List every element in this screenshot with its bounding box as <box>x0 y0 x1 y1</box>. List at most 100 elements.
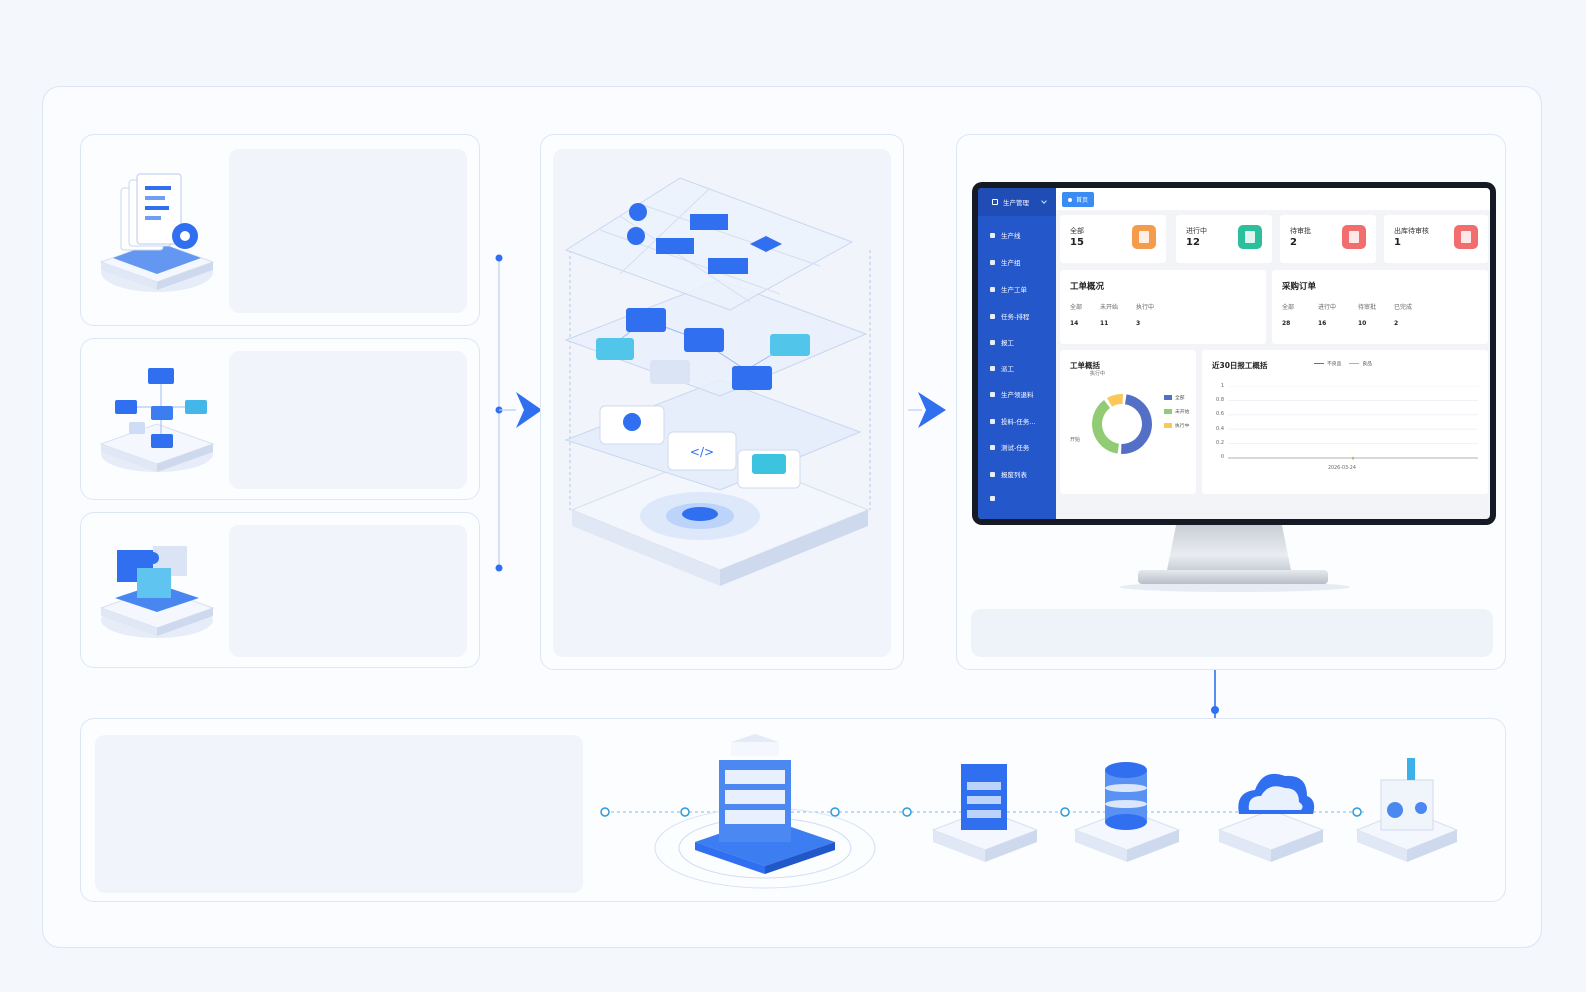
building-icon <box>931 764 1039 862</box>
dashboard-sidebar: 生产管理 生产线 生产组 生产工单 任务-排程 报工 派工 生产领退料 投料-任… <box>978 188 1056 519</box>
stat-card-all[interactable]: 全部 15 <box>1060 215 1166 263</box>
clipboard-icon <box>1238 225 1262 249</box>
chart-icon <box>1342 225 1366 249</box>
inbox-icon <box>1132 225 1156 249</box>
stat-label: 进行中 <box>1186 227 1207 235</box>
legend-item: 不良品 <box>1314 360 1341 367</box>
nav-icon <box>990 444 995 450</box>
puzzle-blocks-icon <box>99 546 215 638</box>
sidebar-item-dispatch[interactable]: 派工 <box>990 363 1014 373</box>
stat-card-pending[interactable]: 待审批 2 <box>1280 215 1376 263</box>
nav-icon <box>990 471 995 477</box>
network-nodes-icon <box>99 368 215 472</box>
metric-label: 进行中 <box>1318 304 1337 311</box>
card-title: 工单概括 <box>1070 361 1100 370</box>
card-title: 采购订单 <box>1282 282 1317 292</box>
work-order-card: 工单概况 全部 未开始 执行中 14 11 3 <box>1060 270 1266 344</box>
svg-text:</>: </> <box>690 445 714 459</box>
nav-icon <box>990 418 995 424</box>
y-tick: 0.8 <box>1216 397 1224 403</box>
metric-label: 待审批 <box>1358 304 1377 311</box>
nav-icon <box>990 496 995 501</box>
text-placeholder-2 <box>229 351 467 489</box>
sidebar-item-production-group[interactable]: 生产组 <box>990 257 1021 267</box>
text-placeholder-1 <box>229 149 467 313</box>
sidebar-item-feeding[interactable]: 投料-任务... <box>990 416 1036 426</box>
card-title: 工单概况 <box>1070 282 1105 292</box>
stat-value: 2 <box>1290 237 1297 248</box>
y-tick: 0.2 <box>1216 440 1224 446</box>
y-tick: 0.6 <box>1216 411 1224 417</box>
menu-title: 生产管理 <box>1003 199 1029 207</box>
metric-label: 已完成 <box>1394 304 1413 311</box>
legend-item: 全部 <box>1164 394 1189 401</box>
text-placeholder-3 <box>229 525 467 657</box>
arrow-to-dashboard <box>908 392 946 428</box>
chevron-down-icon <box>1041 198 1047 204</box>
legend-swatch <box>1164 409 1172 414</box>
stat-value: 12 <box>1186 237 1200 248</box>
device-icon <box>1355 758 1459 862</box>
sidebar-item-more[interactable] <box>990 496 1001 501</box>
metric-value: 10 <box>1358 320 1367 327</box>
sidebar-item-report[interactable]: 报工 <box>990 337 1014 347</box>
nav-icon <box>990 286 995 292</box>
input-panel-1 <box>80 134 480 326</box>
metric-value: 14 <box>1070 320 1079 327</box>
y-tick: 1 <box>1220 383 1224 389</box>
y-tick: 0.4 <box>1216 426 1224 432</box>
sidebar-item-scheduling[interactable]: 任务-排程 <box>990 311 1029 321</box>
donut-legend: 全部 未开始 执行中 <box>1164 394 1189 429</box>
stat-label: 待审批 <box>1290 227 1311 235</box>
legend-item: 执行中 <box>1164 422 1189 429</box>
report-gridlines <box>1228 386 1478 460</box>
donut-chart <box>1092 394 1152 454</box>
sidebar-item-work-order[interactable]: 生产工单 <box>990 284 1027 294</box>
legend-line-icon <box>1314 363 1324 364</box>
sidebar-menu-header[interactable]: 生产管理 <box>978 188 1056 216</box>
stat-label: 出库待审核 <box>1394 227 1429 235</box>
card-title: 近30日报工概括 <box>1212 361 1268 370</box>
legend-item: 良品 <box>1349 360 1372 367</box>
legend-swatch <box>1164 395 1172 400</box>
sidebar-item-scrap[interactable]: 报废列表 <box>990 469 1027 479</box>
sidebar-item-materials[interactable]: 生产领退料 <box>990 389 1034 399</box>
purchase-order-card: 采购订单 全部 进行中 待审批 已完成 28 16 10 2 <box>1272 270 1488 344</box>
metric-value: 2 <box>1394 320 1399 327</box>
metric-label: 全部 <box>1282 304 1295 311</box>
book-icon <box>1454 225 1478 249</box>
legend-swatch <box>1164 423 1172 428</box>
x-tick: 2026-03-24 <box>1328 466 1356 471</box>
metric-value: 11 <box>1100 320 1109 327</box>
sidebar-item-testing[interactable]: 测试-任务 <box>990 442 1029 452</box>
caption-placeholder <box>971 609 1493 657</box>
monitor-stand <box>1166 525 1292 575</box>
infrastructure-row <box>600 734 1459 889</box>
dashboard-screen: 生产管理 生产线 生产组 生产工单 任务-排程 报工 派工 生产领退料 投料-任… <box>978 188 1490 519</box>
stat-label: 全部 <box>1070 227 1084 235</box>
legend-line-icon <box>1349 363 1360 364</box>
layered-architecture-icon: </> <box>564 177 871 586</box>
stat-card-in-progress[interactable]: 进行中 12 <box>1176 215 1272 263</box>
y-tick: 0 <box>1220 454 1224 460</box>
donut-slice-0 <box>1121 394 1152 454</box>
donut-slice-2 <box>1107 394 1123 407</box>
donut-card: 工单概括 执行中 开始 全部 未开始 执行中 <box>1060 350 1196 494</box>
report-legend: 不良品 良品 <box>1314 360 1372 367</box>
donut-label-top: 执行中 <box>1090 371 1106 377</box>
cloud-icon <box>1217 773 1325 862</box>
monitor: 生产管理 生产线 生产组 生产工单 任务-排程 报工 派工 生产领退料 投料-任… <box>972 182 1496 525</box>
monitor-shadow <box>1120 582 1350 592</box>
stat-value: 1 <box>1394 237 1401 248</box>
dashboard-main: 首页 全部 15 进行中 12 待审批 2 出库待审核 1 <box>1056 188 1490 519</box>
infrastructure-text-placeholder <box>95 735 583 893</box>
tab-home[interactable]: 首页 <box>1062 192 1095 207</box>
tab-bar: 首页 <box>1056 188 1490 210</box>
connector-vertical <box>495 254 542 572</box>
menu-icon <box>992 199 998 205</box>
stat-card-outbound[interactable]: 出库待审核 1 <box>1384 215 1488 263</box>
input-panel-3 <box>80 512 480 668</box>
nav-icon <box>990 339 995 345</box>
input-panel-2 <box>80 338 480 500</box>
sidebar-item-production-line[interactable]: 生产线 <box>990 230 1021 240</box>
